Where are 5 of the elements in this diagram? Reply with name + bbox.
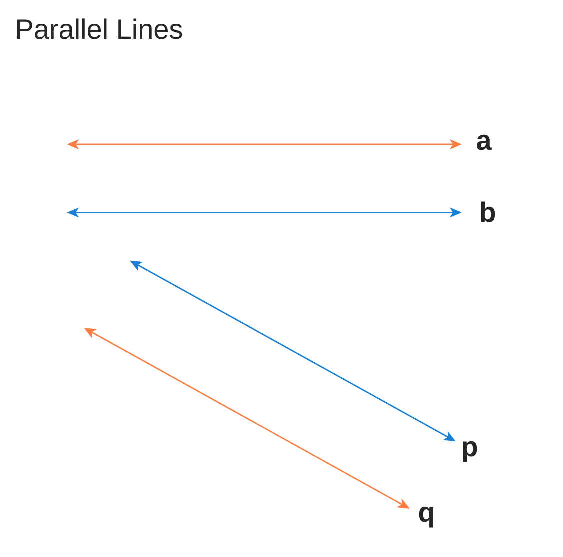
line-label: q [419, 506, 434, 528]
line-label: p [463, 441, 478, 462]
line-label: a [477, 134, 492, 150]
line-label: b [481, 202, 496, 222]
title: Parallel Lines [18, 18, 182, 40]
